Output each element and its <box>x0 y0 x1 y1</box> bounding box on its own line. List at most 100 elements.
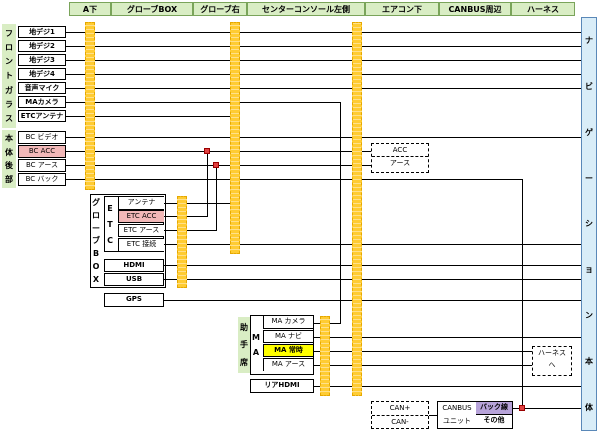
navi-char: ナ <box>585 36 593 46</box>
wire-bc-back <box>66 179 522 180</box>
route-a-shita <box>85 22 95 190</box>
header-harness: ハーネス <box>511 2 575 16</box>
navi-char: 本 <box>585 356 593 366</box>
group-char: 部 <box>5 174 13 184</box>
header-aircon-below: エアコン下 <box>365 2 439 16</box>
wire-bc-earth <box>66 165 216 166</box>
wire-hdmi <box>164 265 581 266</box>
group-char: E <box>107 203 113 213</box>
item-ma-always: MA 常時 <box>263 344 313 357</box>
group-char: A <box>252 348 260 357</box>
group-char: ロ <box>92 210 100 220</box>
group-body-rear: 本 体 後 部 <box>2 130 16 188</box>
group-front-glass: フ ロ ン ト ガ ラ ス <box>2 24 16 128</box>
group-char: ブ <box>92 236 100 246</box>
route-glove-right <box>230 22 240 254</box>
connector-earth <box>213 162 219 168</box>
item-ma-navi: MA ナビ <box>263 330 313 343</box>
item-chidegi-4: 地デジ4 <box>18 68 66 80</box>
canbus-back-wire: バック線 <box>476 402 512 415</box>
connector-acc <box>204 148 210 154</box>
wire-ma-navi <box>313 337 581 338</box>
item-ma-earth: MA アース <box>263 358 313 371</box>
navi-char: ン <box>585 310 593 320</box>
navi-char: ビ <box>585 82 593 92</box>
navi-char: シ <box>585 219 593 229</box>
group-char: 後 <box>5 161 13 171</box>
group-char: ガ <box>5 85 13 95</box>
wire-canbus-back <box>512 408 581 409</box>
wire-chidegi-1 <box>66 32 581 33</box>
item-etc-antenna: ETCアンテナ <box>18 110 66 122</box>
navi-char: 体 <box>585 402 593 412</box>
route-center-console <box>352 22 362 396</box>
navi-char: ー <box>585 173 593 183</box>
item-gps: GPS <box>104 293 164 307</box>
can-plus: CAN+ <box>372 402 428 416</box>
group-char: フ <box>5 28 13 38</box>
wire-ma-always <box>313 351 532 352</box>
group-char: 助 <box>240 323 248 333</box>
wire-bc-back-drop <box>522 179 523 408</box>
wire-ma-camera-drop <box>340 102 341 323</box>
group-char: O <box>92 262 100 272</box>
etc-label: E T C <box>104 200 116 248</box>
navi-char: ゲ <box>585 127 593 137</box>
group-char: ン <box>5 57 13 67</box>
header-a-shita: A下 <box>69 2 111 16</box>
to-harness: ハーネス へ <box>532 346 572 376</box>
wire-gps <box>164 300 581 301</box>
item-etc-earth: ETC アース <box>118 224 164 237</box>
can-group: CAN+ CAN- <box>371 401 429 429</box>
route-passenger <box>320 316 330 396</box>
group-char: M <box>252 333 260 342</box>
wire-ma-earth <box>313 365 532 366</box>
group-char: ラ <box>5 100 13 110</box>
group-char: 手 <box>240 340 248 350</box>
header-glove-right: グローブ右 <box>193 2 247 16</box>
wire-bc-acc-right <box>210 151 371 152</box>
wire-chidegi-4 <box>66 74 581 75</box>
item-hdmi: HDMI <box>104 259 164 272</box>
harness-label: ハーネス <box>538 349 566 357</box>
connector-canbus-back <box>519 405 525 411</box>
group-char: ス <box>5 114 13 124</box>
group-char: 体 <box>5 147 13 157</box>
wire-bc-earth-right <box>219 165 371 166</box>
item-bc-back: BC バック <box>18 173 66 186</box>
item-etc-antenna-unit: アンテナ <box>118 197 164 210</box>
can-minus: CAN- <box>391 418 409 426</box>
group-char: ロ <box>5 42 13 52</box>
wire-etc-antenna-in <box>164 203 231 204</box>
group-char: ト <box>5 71 13 81</box>
wire-chidegi-3 <box>66 60 581 61</box>
group-char: グ <box>92 197 100 207</box>
item-bc-earth: BC アース <box>18 159 66 172</box>
group-char: B <box>92 249 100 259</box>
item-chidegi-3: 地デジ3 <box>18 54 66 66</box>
route-glove-box <box>177 196 187 288</box>
canbus-label: CANBUS <box>442 404 472 412</box>
navi-char: ョ <box>585 265 593 275</box>
wire-bc-acc-drop <box>207 151 208 216</box>
wire-rear-hdmi <box>314 386 581 387</box>
group-char: X <box>92 274 100 284</box>
acc-earth-label: アース <box>389 159 411 167</box>
header-glove-box: グローブBOX <box>111 2 193 16</box>
group-passenger: 助 手 席 <box>238 317 250 373</box>
item-usb: USB <box>104 273 164 286</box>
wire-bc-earth-drop <box>216 165 217 230</box>
wire-etc-antenna <box>66 116 230 117</box>
wire-ma-camera <box>66 102 340 103</box>
wire-etc-earth-in <box>164 230 217 231</box>
item-ma-camera-unit: MA カメラ <box>263 316 313 329</box>
canbus-other: その他 <box>476 415 512 428</box>
canbus-unit-label: CANBUS ユニット <box>438 402 477 428</box>
item-etc-connect: ETC 接続 <box>118 238 164 251</box>
item-chidegi-1: 地デジ1 <box>18 26 66 38</box>
wire-can-link <box>429 415 437 416</box>
ma-label: M A <box>250 330 262 360</box>
item-ma-camera: MAカメラ <box>18 96 66 108</box>
group-char: 席 <box>240 357 248 367</box>
item-chidegi-2: 地デジ2 <box>18 40 66 52</box>
